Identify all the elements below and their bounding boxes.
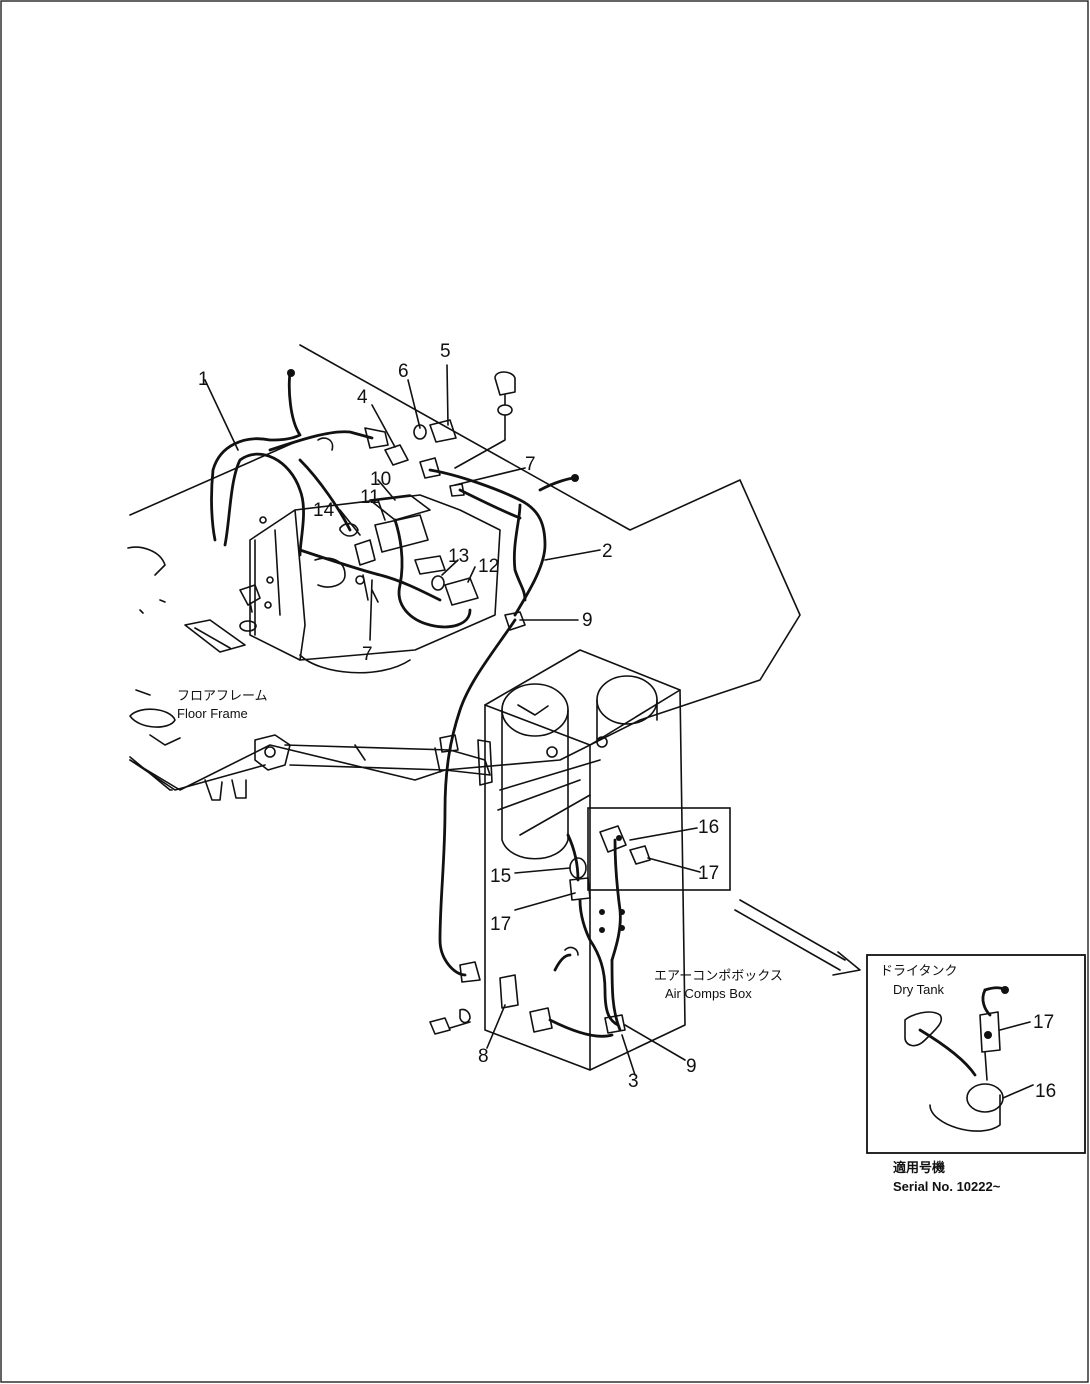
dry-tank-label-jp: ドライタンク xyxy=(880,963,957,978)
floor-frame-label-en: Floor Frame xyxy=(177,706,248,721)
dry-tank-label-en: Dry Tank xyxy=(893,982,945,997)
part-label-14: 14 xyxy=(313,500,335,521)
part-label-10: 10 xyxy=(370,469,391,490)
inset-frame xyxy=(587,807,731,891)
part-label-11: 11 xyxy=(360,487,380,508)
part-label-15: 15 xyxy=(490,866,511,887)
harness-2 xyxy=(317,419,579,983)
part-label-6: 6 xyxy=(398,361,409,382)
part-label-2: 2 xyxy=(602,541,613,562)
part-label-7a: 7 xyxy=(525,454,536,475)
part-label-16b: 16 xyxy=(1035,1081,1056,1102)
serial-label-jp: 適用号機 xyxy=(893,1160,945,1175)
harness-1 xyxy=(210,369,442,602)
air-comps-box-label-en: Air Comps Box xyxy=(665,986,752,1001)
air-comps-box-label-jp: エアーコンポボックス xyxy=(654,968,783,983)
part-label-8: 8 xyxy=(478,1046,489,1067)
part-label-16a: 16 xyxy=(698,817,719,838)
part-label-13: 13 xyxy=(448,546,469,567)
battery-box xyxy=(239,371,516,674)
dry-tank-detail xyxy=(866,954,1086,1154)
floor-frame-label-jp: フロアフレーム xyxy=(177,688,268,703)
detail-arrow xyxy=(734,899,861,976)
part-label-12: 12 xyxy=(478,556,499,577)
floor-frame xyxy=(127,344,801,801)
part-label-9b: 9 xyxy=(686,1056,697,1077)
air-comps-box xyxy=(284,649,686,1071)
serial-label-en: Serial No. 10222~ xyxy=(893,1179,1001,1194)
part-label-17a: 17 xyxy=(698,863,719,884)
part-label-1: 1 xyxy=(198,369,209,390)
part-label-7b: 7 xyxy=(362,644,373,665)
part-label-17c: 17 xyxy=(1033,1012,1054,1033)
leader-lines xyxy=(204,364,1034,1099)
part-label-3: 3 xyxy=(628,1071,639,1092)
part-label-5: 5 xyxy=(440,341,451,362)
part-label-4: 4 xyxy=(357,387,368,408)
part-numbers: 1 2 3 4 5 6 7 7 8 9 9 10 11 12 13 14 15 … xyxy=(198,341,1056,1102)
part-label-17b: 17 xyxy=(490,914,511,935)
part-label-9a: 9 xyxy=(582,610,593,631)
text-callouts: フロアフレーム Floor Frame エアーコンポボックス Air Comps… xyxy=(177,688,1001,1194)
